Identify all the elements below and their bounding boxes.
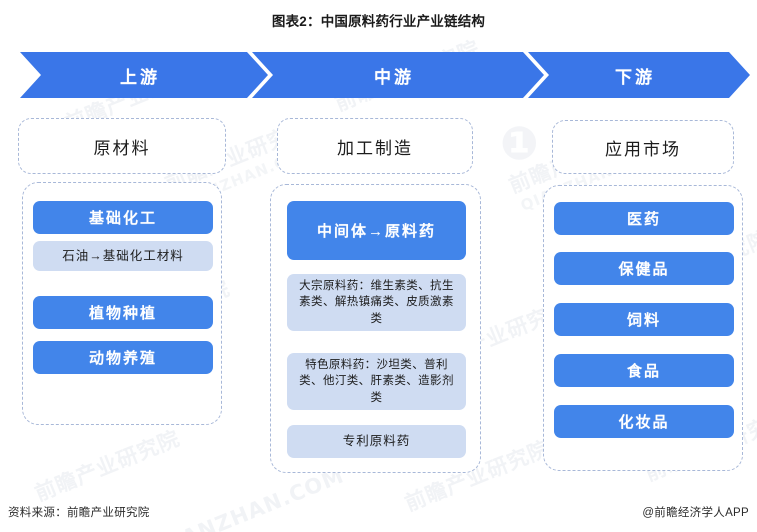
brand-label: @前瞻经济学人APP: [642, 507, 749, 519]
node-label: 医药: [626, 211, 661, 228]
node-label: 保健品: [618, 261, 670, 278]
page-title: 图表2：中国原料药行业产业链结构: [271, 14, 486, 29]
source-label: 资料来源：前瞻产业研究院: [8, 507, 150, 519]
node-label: 大宗原料药：维生素类、抗生素类、解热镇痛类、皮质激素类: [299, 279, 454, 325]
column-body-midstream: 中间体→原料药 大宗原料药：维生素类、抗生素类、解热镇痛类、皮质激素类 特色原料…: [270, 184, 481, 473]
column-header-midstream: 加工制造: [277, 118, 473, 174]
node-intermediate-to-api[interactable]: 中间体→原料药: [287, 201, 466, 260]
node-label: 化妆品: [618, 414, 670, 431]
column-header-label: 加工制造: [337, 138, 413, 158]
node-patented-api[interactable]: 专利原料药: [287, 425, 466, 458]
node-animal-breeding[interactable]: 动物养殖: [33, 341, 213, 374]
footer: 资料来源：前瞻产业研究院 @前瞻经济学人APP: [0, 504, 757, 522]
column-header-downstream: 应用市场: [552, 120, 734, 174]
node-plant-cultivation[interactable]: 植物种植: [33, 296, 213, 329]
node-label: 植物种植: [88, 305, 157, 322]
column-body-downstream: 医药 保健品 饲料 食品 化妆品: [543, 185, 743, 471]
node-petroleum-chemical-materials[interactable]: 石油→基础化工材料: [33, 241, 213, 271]
stage-banner: 上游 中游 下游: [20, 52, 750, 98]
stage-label-midstream: 中游: [374, 67, 414, 87]
node-label: 石油→基础化工材料: [62, 248, 184, 263]
node-label: 饲料: [626, 312, 661, 329]
node-label: 专利原料药: [342, 434, 411, 449]
node-basic-chemicals[interactable]: 基础化工: [33, 201, 213, 234]
node-cosmetics[interactable]: 化妆品: [554, 405, 734, 438]
stage-chevron-midstream[interactable]: 中游: [252, 52, 544, 98]
stage-label-upstream: 上游: [120, 67, 160, 87]
stage-label-downstream: 下游: [615, 67, 655, 87]
node-label: 基础化工: [88, 210, 157, 227]
node-label: 食品: [626, 363, 661, 380]
node-food[interactable]: 食品: [554, 354, 734, 387]
node-label: 动物养殖: [88, 350, 157, 367]
watermark-logo: ❶: [500, 117, 539, 169]
node-specialty-api[interactable]: 特色原料药：沙坦类、普利类、他汀类、肝素类、造影剂类: [287, 353, 466, 410]
node-feed[interactable]: 饲料: [554, 303, 734, 336]
node-bulk-api[interactable]: 大宗原料药：维生素类、抗生素类、解热镇痛类、皮质激素类: [287, 274, 466, 331]
column-header-label: 原材料: [93, 138, 151, 158]
node-health-products[interactable]: 保健品: [554, 252, 734, 285]
node-label: 特色原料药：沙坦类、普利类、他汀类、肝素类、造影剂类: [299, 358, 454, 404]
column-header-label: 应用市场: [605, 139, 681, 159]
node-label: 中间体→原料药: [316, 223, 436, 240]
stage-chevron-upstream[interactable]: 上游: [20, 52, 268, 98]
column-header-upstream: 原材料: [18, 118, 226, 174]
stage-chevron-downstream[interactable]: 下游: [528, 52, 750, 98]
node-pharmaceuticals[interactable]: 医药: [554, 202, 734, 235]
watermark-text: 前瞻产业研究院: [31, 425, 184, 506]
column-body-upstream: 基础化工 石油→基础化工材料 植物种植 动物养殖: [22, 182, 222, 425]
